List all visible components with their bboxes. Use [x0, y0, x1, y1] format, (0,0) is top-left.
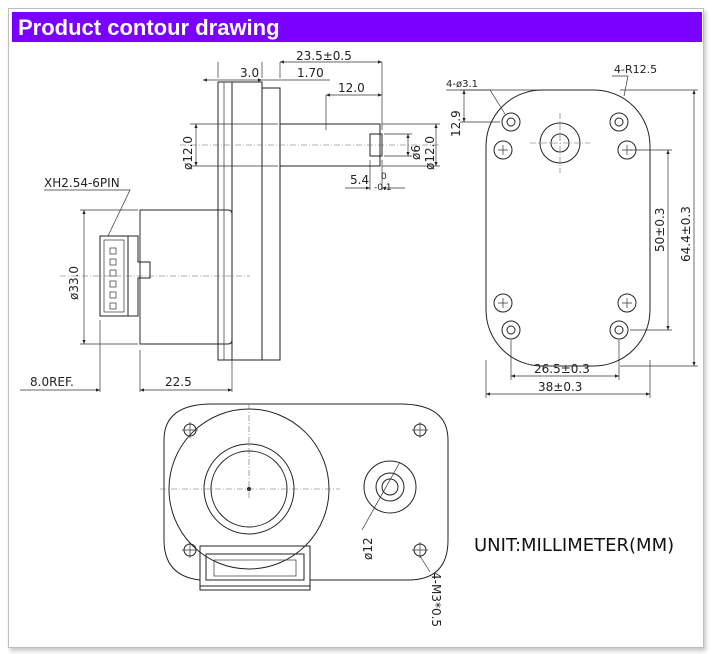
- dim-5-4: 5.4: [350, 173, 369, 187]
- title-banner: Product contour drawing: [12, 12, 702, 42]
- dim-12-9: 12.9: [449, 110, 463, 137]
- dim-50: 50±0.3: [653, 208, 667, 252]
- dim-8-ref: 8.0REF.: [30, 375, 74, 389]
- front-view: 4-ø3.1 4-R12.5 12.9 50±0.3 64.4±0.3 26.5…: [446, 63, 698, 398]
- dim-23-5: 23.5±0.5: [296, 49, 352, 63]
- dim-26-5: 26.5±0.3: [534, 362, 590, 376]
- drawing-frame: [8, 8, 704, 648]
- rear-view: ø12 4-M3*0.5: [160, 403, 449, 627]
- dim-38: 38±0.3: [538, 380, 582, 394]
- dim-radius: 4-R12.5: [614, 63, 657, 76]
- dim-m3: 4-M3*0.5: [429, 572, 443, 627]
- dim-holes: 4-ø3.1: [446, 79, 478, 90]
- dim-dia6: ø6: [409, 145, 423, 160]
- dim-dia12-left: ø12.0: [181, 136, 195, 170]
- dim-dia33: ø33.0: [67, 266, 81, 300]
- dim-22-5: 22.5: [165, 375, 192, 389]
- dim-tol-bot: -0.1: [374, 183, 392, 193]
- unit-note: UNIT:MILLIMETER(MM): [474, 535, 675, 556]
- side-view: 23.5±0.5 3.0 1.70 12.0 ø12.0 ø6 ø12.0 5.…: [20, 49, 440, 392]
- dim-dia12-bottom: ø12: [361, 537, 375, 560]
- dim-tol-top: 0: [381, 172, 387, 182]
- dim-dia12-right: ø12.0: [423, 136, 437, 170]
- page-title: Product contour drawing: [18, 15, 280, 40]
- dim-12-0: 12.0: [338, 81, 365, 95]
- dim-64-4: 64.4±0.3: [679, 206, 693, 262]
- connector-label: XH2.54-6PIN: [44, 176, 120, 190]
- dim-1-70: 1.70: [297, 66, 324, 80]
- dim-3-0: 3.0: [240, 66, 259, 80]
